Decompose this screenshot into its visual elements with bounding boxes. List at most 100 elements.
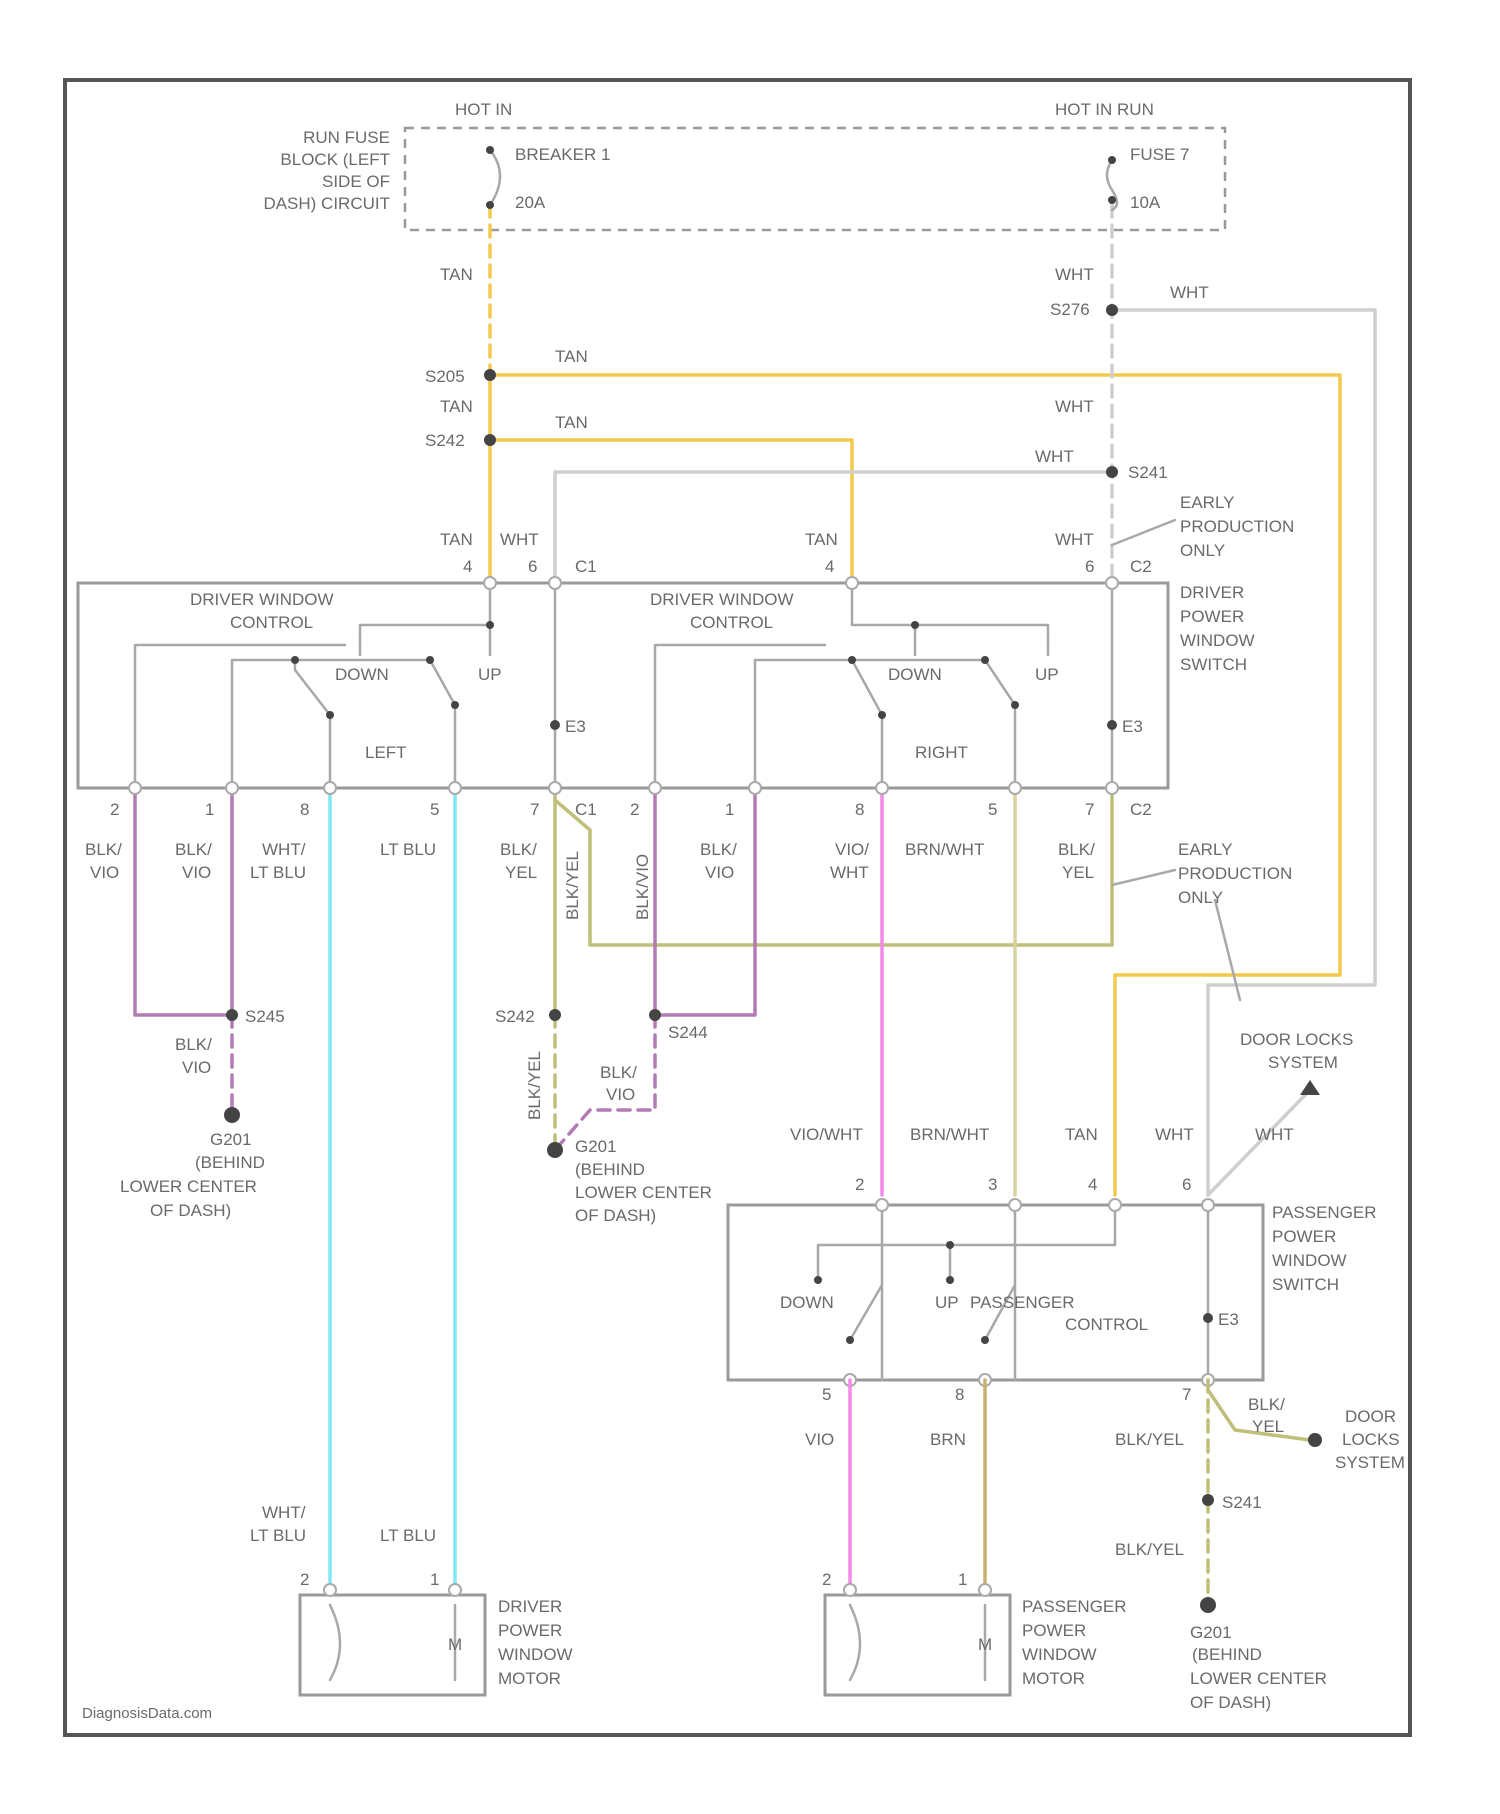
driver-pws-label-4: SWITCH xyxy=(1180,655,1247,674)
early-production-bot-2: PRODUCTION xyxy=(1178,864,1292,883)
left-sw-dot-3 xyxy=(426,656,434,664)
splice-s241-right-dot xyxy=(1202,1494,1214,1506)
pin-c2-bot-7 xyxy=(1106,782,1118,794)
pin-p3-label: 3 xyxy=(988,1175,997,1194)
pin-b1-right: 1 xyxy=(725,800,734,819)
door-locks-system-1: DOOR LOCKS xyxy=(1240,1030,1353,1049)
passenger-motor-label-4: MOTOR xyxy=(1022,1669,1085,1688)
passenger-pws-label-2: POWER xyxy=(1272,1227,1336,1246)
pass-control-label: CONTROL xyxy=(1065,1315,1148,1334)
wire-label-tan-7: TAN xyxy=(1065,1125,1098,1144)
passenger-motor-symbol xyxy=(850,1605,985,1680)
ground-g201-left-note-2: LOWER CENTER xyxy=(120,1177,257,1196)
pass-illum-dot xyxy=(1203,1313,1213,1323)
ground-g201-right-note-1: (BEHIND xyxy=(1192,1645,1262,1664)
door-locks-system2-2: LOCKS xyxy=(1342,1430,1400,1449)
passenger-motor-label-3: WINDOW xyxy=(1022,1645,1097,1664)
pin-m2-driver: 2 xyxy=(300,1570,309,1589)
driver-window-control-right-2: CONTROL xyxy=(690,613,773,632)
splice-s241-dot xyxy=(1106,466,1118,478)
driver-motor-label-3: WINDOW xyxy=(498,1645,573,1664)
pin-m2-pass: 2 xyxy=(822,1570,831,1589)
wire-blk-yel-vertical-1: BLK/YEL xyxy=(563,851,582,920)
splice-s205-dot xyxy=(484,369,496,381)
wire-blk-vio-label-4a: BLK/ xyxy=(175,1035,212,1054)
ground-g201-left-note-3: OF DASH) xyxy=(150,1201,231,1220)
pin-p8-label: 8 xyxy=(955,1385,964,1404)
driver-window-control-left-1: DRIVER WINDOW xyxy=(190,590,334,609)
pin-c1-top-4 xyxy=(484,577,496,589)
door-locks-system2-1: DOOR xyxy=(1345,1407,1396,1426)
c1-top-label: C1 xyxy=(575,557,597,576)
ground-g201-left: G201 xyxy=(210,1130,252,1149)
ground-g201-right-note-2: LOWER CENTER xyxy=(1190,1669,1327,1688)
wire-vio-wht-label-b: WHT xyxy=(830,863,869,882)
pin-c1-top-4-label: 4 xyxy=(463,557,472,576)
left-sw-dot-5 xyxy=(486,621,494,629)
splice-s243: S242 xyxy=(495,1007,535,1026)
pass-up-label: UP xyxy=(935,1293,959,1312)
wire-lt-blu-label-1: LT BLU xyxy=(380,840,436,859)
wire-brn-wht-label-1: BRN/WHT xyxy=(905,840,984,859)
splice-s245: S245 xyxy=(245,1007,285,1026)
wire-blk-vio-label-5a: BLK/ xyxy=(600,1063,637,1082)
driver-motor-symbol xyxy=(330,1605,455,1680)
c2-illum-label: E3 xyxy=(1122,717,1143,736)
passenger-motor-label-1: PASSENGER xyxy=(1022,1597,1127,1616)
pin-p4-label: 4 xyxy=(1088,1175,1097,1194)
wire-label-tan-4: TAN xyxy=(555,413,588,432)
early-production-top-2: PRODUCTION xyxy=(1180,517,1294,536)
wire-blk-yel-label-1b: YEL xyxy=(505,863,537,882)
c2-illum-dot xyxy=(1107,720,1117,730)
breaker-1-symbol xyxy=(490,150,500,205)
early-production-bot-1: EARLY xyxy=(1178,840,1233,859)
driver-pws-label-1: DRIVER xyxy=(1180,583,1244,602)
wire-blk-yel-label-3b: YEL xyxy=(1252,1417,1284,1436)
pass-passenger-label: PASSENGER xyxy=(970,1293,1075,1312)
hot-in-run-label: HOT IN RUN xyxy=(1055,100,1154,119)
wire-blk-yel-label-2b: YEL xyxy=(1062,863,1094,882)
wire-wht-lt-blu-label-2b: LT BLU xyxy=(250,1526,306,1545)
ground-g201-center-dot xyxy=(547,1142,563,1158)
door-locks-system2-3: SYSTEM xyxy=(1335,1453,1405,1472)
wire-blk-vio-label-1b: VIO xyxy=(90,863,119,882)
fuse-block-label-4: DASH) CIRCUIT xyxy=(263,194,390,213)
driver-motor-label-4: MOTOR xyxy=(498,1669,561,1688)
pin-c1-top-6 xyxy=(549,577,561,589)
wire-label-tan-5: TAN xyxy=(440,530,473,549)
pin-pass-motor-1 xyxy=(979,1584,991,1596)
splice-s276-dot xyxy=(1106,304,1118,316)
pin-b7-right: 7 xyxy=(1085,800,1094,819)
fuse-7-terminal-bottom xyxy=(1108,196,1116,204)
c1-illum-dot xyxy=(550,720,560,730)
breaker-name: BREAKER 1 xyxy=(515,145,610,164)
driver-pws-label-2: POWER xyxy=(1180,607,1244,626)
early-production-top-3: ONLY xyxy=(1180,541,1225,560)
splice-s245-dot xyxy=(226,1009,238,1021)
driver-pws-label-3: WINDOW xyxy=(1180,631,1255,650)
pin-p2-label: 2 xyxy=(855,1175,864,1194)
driver-window-control-left-2: CONTROL xyxy=(230,613,313,632)
fuse-block-label-1: RUN FUSE xyxy=(303,128,390,147)
pin-c1-bot-1 xyxy=(226,782,238,794)
pin-p5-label: 5 xyxy=(822,1385,831,1404)
fuse-block-label-2: BLOCK (LEFT xyxy=(280,150,390,169)
wire-blk-vio-right-to-g201 xyxy=(555,1015,655,1150)
splice-s241-right: S241 xyxy=(1222,1493,1262,1512)
wire-blk-vio-left-2 xyxy=(135,788,232,1015)
c1-illum-label: E3 xyxy=(565,717,586,736)
early-production-bot-3: ONLY xyxy=(1178,888,1223,907)
wire-blk-yel-inline-2: BLK/YEL xyxy=(1115,1540,1184,1559)
pin-b5-left: 5 xyxy=(430,800,439,819)
wire-wht-lt-blu-label-b: LT BLU xyxy=(250,863,306,882)
wire-blk-vio-label-3b: VIO xyxy=(705,863,734,882)
wire-blk-vio-vertical-1: BLK/VIO xyxy=(633,854,652,920)
driver-motor-label-1: DRIVER xyxy=(498,1597,562,1616)
left-up-label: UP xyxy=(478,665,502,684)
fuse-block-box xyxy=(405,128,1225,230)
fuse-block-label-3: SIDE OF xyxy=(322,172,390,191)
wire-blk-vio-right-1 xyxy=(655,788,755,1015)
breaker-rating: 20A xyxy=(515,193,546,212)
pin-pass-motor-2 xyxy=(844,1584,856,1596)
passenger-motor-m: M xyxy=(978,1635,992,1654)
